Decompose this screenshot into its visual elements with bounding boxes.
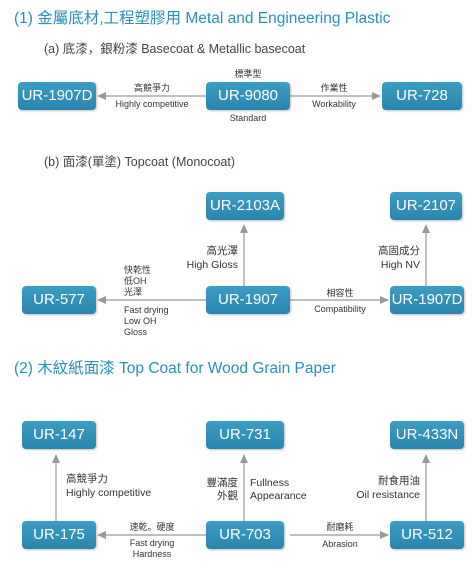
label-high-gloss-en: High Gloss [186,259,238,271]
label-high-nv-zh: 高固成分 [378,245,420,257]
label-competitive2-zh: 高競爭力 [66,473,108,485]
label-high-gloss-zh: 高光澤 [206,245,239,257]
label-standard-zh: 標準型 [234,69,262,79]
label-standard-en: Standard [229,113,267,123]
label-low-oh-zh: 低OH [124,276,147,286]
node-ur-1907d-a: UR-1907D [18,82,96,110]
node-ur-731: UR-731 [206,421,284,449]
label-fast-drying-en: Fast drying [124,305,169,315]
label-competitive-zh: 高競爭力 [133,83,170,93]
label-workability-zh: 作業性 [320,83,348,93]
node-ur-1907: UR-1907 [206,286,290,314]
node-ur-512: UR-512 [390,521,464,549]
label-fullness-zh: 豐滿度 [206,477,239,489]
label-competitive-en: Highly competitive [115,99,189,109]
label-oil-resistance-zh: 耐食用油 [378,475,420,487]
section1-title: (1) 金屬底材,工程塑膠用 Metal and Engineering Pla… [14,10,391,27]
node-ur-175: UR-175 [22,521,96,549]
label-gloss-en: Gloss [124,327,148,337]
label-appearance-zh: 外觀 [217,490,238,502]
node-ur-1907d-b: UR-1907D [390,286,464,314]
node-ur-147: UR-147 [22,421,96,449]
label-abrasion-en: Abrasion [322,539,358,549]
section2-title: (2) 木紋紙面漆 Top Coat for Wood Grain Paper [14,360,336,377]
label-gloss-zh: 光澤 [124,287,143,297]
node-ur-433n: UR-433N [390,421,464,449]
node-ur-9080: UR-9080 [206,82,290,110]
node-ur-2103a: UR-2103A [206,192,284,220]
label-fast-drying-zh: 快乾性 [124,265,152,275]
label-fast-drying2-en: Fast drying [129,538,175,548]
section1-sub-a: (a) 底漆，銀粉漆 Basecoat & Metallic basecoat [44,42,306,56]
label-oil-resistance-en: Oil resistance [356,489,420,501]
node-ur-2107: UR-2107 [390,192,462,220]
label-hardness-zh: 速乾。硬度 [129,522,175,532]
label-workability-en: Workability [312,99,356,109]
label-high-nv-en: High NV [380,259,420,271]
label-competitive2-en: Highly competitive [66,487,152,499]
label-compatibility-zh: 相容性 [326,288,354,298]
label-hardness-en: Hardness [132,549,172,559]
label-abrasion-zh: 耐磨耗 [326,522,354,532]
label-low-oh-en: Low OH [124,316,157,326]
node-ur-728: UR-728 [382,82,462,110]
label-appearance-en: Appearance [250,490,307,502]
label-fullness-en: Fullness [250,477,290,489]
section1-sub-b: (b) 面漆(單塗) Topcoat (Monocoat) [44,155,236,169]
node-ur-577: UR-577 [22,286,96,314]
label-compatibility-en: Compatibility [314,304,366,314]
node-ur-703: UR-703 [206,521,284,549]
